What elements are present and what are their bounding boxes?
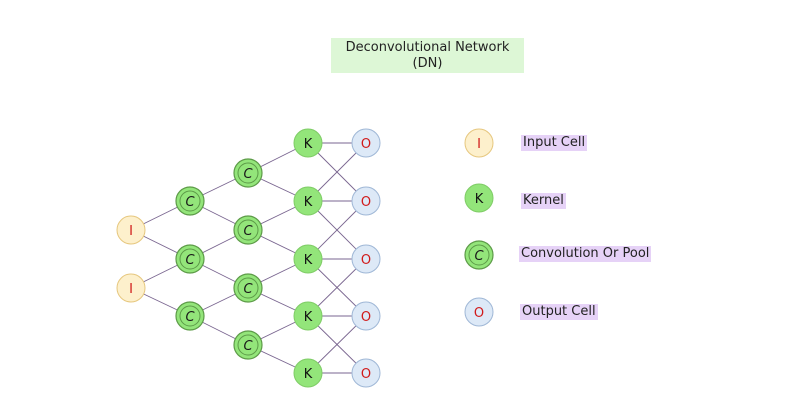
conv1-node-1-inner-ring [179,190,201,212]
legend-input-icon-circle [464,128,494,158]
kernel-node-1-letter: K [304,137,313,152]
legend-input-icon-letter: I [477,137,481,152]
output-node-1-letter: O [361,137,371,152]
conv2-node-3-letter: C [243,282,253,297]
output-node-4: O [351,301,381,331]
output-node-2-circle [351,186,381,216]
kernel-node-2: K [293,186,323,216]
kernel-node-4-letter: K [304,310,313,325]
legend-output-icon-circle [464,297,494,327]
conv1-node-1: C [175,186,205,216]
output-node-4-letter: O [361,310,371,325]
output-node-5-circle [351,358,381,388]
legend-label-input-cell: Input Cell [521,135,588,151]
kernel-node-3-letter: K [304,253,313,268]
conv2-node-4-inner-ring [237,334,259,356]
output-node-2-letter: O [361,195,371,210]
conv2-node-3-inner-ring [237,277,259,299]
output-node-1: O [351,128,381,158]
kernel-node-4: K [293,301,323,331]
conv1-node-2-inner-ring [179,248,201,270]
input-node-2-letter: I [129,282,133,297]
conv1-node-3: C [175,301,205,331]
conv2-node-4-letter: C [243,339,253,354]
legend-conv-icon-inner-ring [468,244,490,266]
input-node-1-circle [116,215,146,245]
legend-output-icon-letter: O [474,306,484,321]
diagram-title: Deconvolutional Network [345,39,510,55]
kernel-node-2-circle [293,186,323,216]
conv2-node-3: C [233,273,263,303]
input-node-2-circle [116,273,146,303]
conv1-node-3-letter: C [185,310,195,325]
output-node-2: O [351,186,381,216]
diagram-title-abbreviation: (DN) [412,55,443,71]
input-node-2: I [116,273,146,303]
output-node-5: O [351,358,381,388]
kernel-node-3-circle [293,244,323,274]
legend-label-kernel: Kernel [521,193,566,209]
legend-input-icon: I [464,128,494,158]
conv2-node-1-inner-ring [237,162,259,184]
conv2-node-2: C [233,215,263,245]
diagram-title-box: Deconvolutional Network (DN) [331,38,524,73]
kernel-node-1-circle [293,128,323,158]
conv1-node-2: C [175,244,205,274]
kernel-node-3: K [293,244,323,274]
legend-conv-icon: C [464,240,494,270]
output-node-3-letter: O [361,253,371,268]
conv2-node-2-inner-ring [237,219,259,241]
conv1-node-2-letter: C [185,253,195,268]
kernel-node-5-letter: K [304,367,313,382]
output-node-4-circle [351,301,381,331]
kernel-node-5-circle [293,358,323,388]
kernel-node-5: K [293,358,323,388]
legend-label-output-cell: Output Cell [520,304,598,320]
legend-kernel-icon-circle [464,183,494,213]
output-node-3-circle [351,244,381,274]
output-node-1-circle [351,128,381,158]
conv2-node-1-letter: C [243,167,253,182]
conv2-node-2-letter: C [243,224,253,239]
conv2-node-4: C [233,330,263,360]
legend-icons: I K C O [464,128,494,327]
conv1-node-3-inner-ring [179,305,201,327]
output-node-5-letter: O [361,367,371,382]
kernel-node-1: K [293,128,323,158]
conv1-node-1-letter: C [185,195,195,210]
legend-kernel-icon-letter: K [475,192,484,207]
input-node-1: I [116,215,146,245]
output-node-3: O [351,244,381,274]
legend-output-icon: O [464,297,494,327]
legend-kernel-icon: K [464,183,494,213]
kernel-node-4-circle [293,301,323,331]
kernel-node-2-letter: K [304,195,313,210]
legend-conv-icon-letter: C [474,249,484,264]
input-node-1-letter: I [129,224,133,239]
network-nodes: I I C C C C C C C K K K K K O O O O O [116,128,381,388]
conv2-node-1: C [233,158,263,188]
legend-label-convolution-or-pool: Convolution Or Pool [519,246,652,262]
